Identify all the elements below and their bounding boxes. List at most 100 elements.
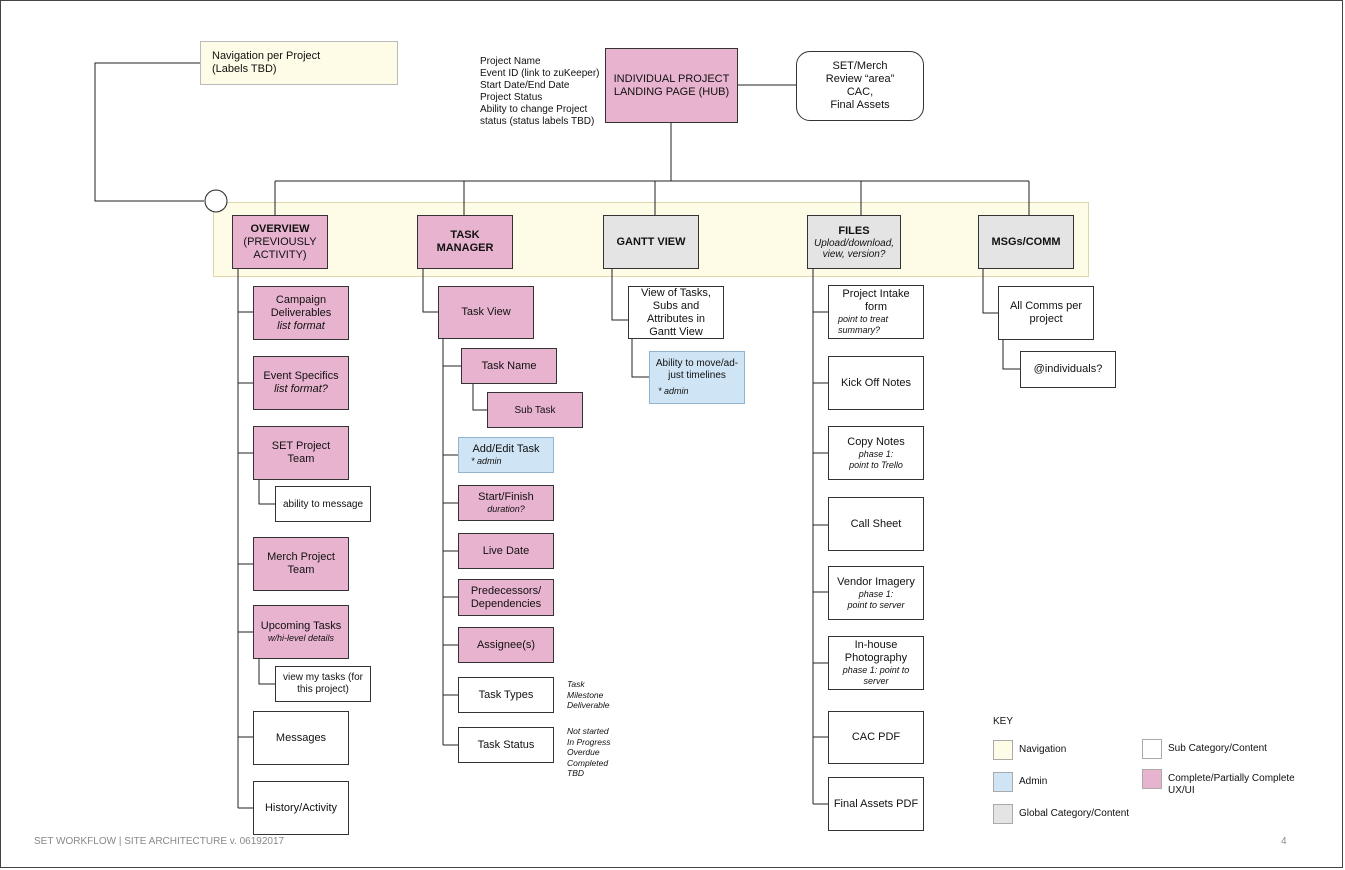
box-label: Call Sheet — [850, 517, 902, 530]
live-date-box[interactable]: Live Date — [458, 533, 554, 569]
note-line: TBD — [567, 768, 584, 778]
history-activity-box[interactable]: History/Activity — [253, 781, 349, 835]
overview-subtitle: (PREVIOUSLY — [243, 235, 317, 248]
kick-off-notes-box[interactable]: Kick Off Notes — [828, 356, 924, 410]
overview-section[interactable]: OVERVIEW (PREVIOUSLY ACTIVITY) — [232, 215, 328, 269]
predecessors-dependencies-box[interactable]: Predecessors/ Dependencies — [458, 579, 554, 616]
start-finish-box[interactable]: Start/Finish duration? — [458, 485, 554, 521]
key-label-admin: Admin — [1019, 776, 1048, 787]
campaign-deliverables-box[interactable]: Campaign Deliverables list format — [253, 286, 349, 340]
task-types-note: Task Milestone Deliverable — [567, 679, 610, 711]
box-sublabel: point to Trello — [849, 459, 903, 470]
view-my-tasks-box[interactable]: view my tasks (for this project) — [275, 666, 371, 702]
msgs-comm-title: MSGs/COMM — [991, 235, 1061, 248]
box-label: Task View — [461, 306, 511, 318]
navigation-note-line: (Labels TBD) — [212, 63, 277, 75]
cac-pdf-box[interactable]: CAC PDF — [828, 711, 924, 764]
add-edit-task-box[interactable]: Add/Edit Task * admin — [458, 437, 554, 473]
merch-project-team-box[interactable]: Merch Project Team — [253, 537, 349, 591]
review-area-line: Review “area” — [825, 73, 895, 85]
box-label: Start/Finish — [478, 491, 534, 503]
task-manager-section[interactable]: TASK MANAGER — [417, 215, 513, 269]
key-label-navigation: Navigation — [1019, 744, 1067, 755]
box-label: Task Status — [477, 738, 535, 751]
box-label: project — [1029, 313, 1063, 325]
files-title: FILES — [838, 224, 870, 237]
task-name-box[interactable]: Task Name — [461, 348, 557, 384]
box-sublabel: phase 1: point to — [842, 665, 910, 675]
box-label: Merch Project — [267, 551, 335, 563]
hub-label: INDIVIDUAL PROJECT LANDING PAGE (HUB) — [613, 72, 730, 98]
footer-title: SET WORKFLOW | SITE ARCHITECTURE v. 0619… — [34, 836, 285, 847]
box-label: SET Project — [271, 440, 331, 452]
box-label: Kick Off Notes — [840, 376, 912, 389]
move-timelines-box[interactable]: Ability to move/ad- just timelines * adm… — [649, 351, 745, 404]
box-label: Ability to move/ad- — [655, 358, 739, 369]
box-label: just timelines — [668, 370, 726, 381]
box-label: Sub Task — [514, 404, 556, 416]
box-sublabel: duration? — [487, 504, 525, 514]
note-line: Deliverable — [567, 700, 610, 710]
box-label: Project Intake — [842, 288, 910, 300]
hub-box[interactable]: INDIVIDUAL PROJECT LANDING PAGE (HUB) — [605, 48, 738, 123]
files-section[interactable]: FILES Upload/download, view, version? — [807, 215, 901, 269]
sub-task-box[interactable]: Sub Task — [487, 392, 583, 428]
overview-subtitle: ACTIVITY) — [253, 248, 307, 261]
vendor-imagery-box[interactable]: Vendor Imagery phase 1: point to server — [828, 566, 924, 620]
box-sublabel: phase 1: — [858, 448, 894, 459]
call-sheet-box[interactable]: Call Sheet — [828, 497, 924, 551]
box-sublabel: * admin — [658, 386, 689, 396]
task-view-box[interactable]: Task View — [438, 286, 534, 339]
box-label: Event Specifics — [263, 370, 339, 382]
box-label: Task Types — [478, 688, 534, 701]
task-types-box[interactable]: Task Types — [458, 677, 554, 713]
box-label: @individuals? — [1033, 363, 1103, 375]
project-intake-form-box[interactable]: Project Intake form point to treat summa… — [828, 285, 924, 339]
box-label: form — [865, 301, 887, 313]
key-swatch-sub — [1142, 739, 1162, 759]
box-label: this project) — [297, 684, 349, 695]
box-label: Subs and — [652, 299, 700, 312]
files-subtitle: view, version? — [822, 248, 886, 260]
box-sublabel: list format? — [274, 383, 328, 395]
hub-notes: Project Name Event ID (link to zuKeeper)… — [480, 56, 605, 128]
navigation-note: Navigation per Project (Labels TBD) — [200, 41, 398, 85]
box-label: Messages — [275, 731, 327, 744]
gantt-view-of-tasks-box[interactable]: View of Tasks, Subs and Attributes in Ga… — [628, 286, 724, 339]
msgs-comm-section[interactable]: MSGs/COMM — [978, 215, 1074, 269]
key-label-line: UX/UI — [1168, 785, 1195, 796]
files-subtitle: Upload/download, — [813, 237, 895, 249]
box-sublabel: w/hi-level details — [267, 633, 335, 643]
individuals-box[interactable]: @individuals? — [1020, 351, 1116, 388]
gantt-view-section[interactable]: GANTT VIEW — [603, 215, 699, 269]
note-line: Task — [567, 679, 585, 689]
review-area-line: CAC, — [846, 86, 874, 98]
upcoming-tasks-box[interactable]: Upcoming Tasks w/hi-level details — [253, 605, 349, 659]
box-sublabel: list format — [277, 319, 325, 332]
box-label: Assignee(s) — [476, 638, 536, 651]
final-assets-pdf-box[interactable]: Final Assets PDF — [828, 777, 924, 831]
box-sublabel: phase 1: — [858, 588, 894, 599]
hub-note-line: Event ID (link to zuKeeper) — [480, 68, 600, 79]
review-area-box[interactable]: SET/Merch Review “area” CAC, Final Asset… — [796, 51, 924, 121]
all-comms-box[interactable]: All Comms per project — [998, 286, 1094, 340]
box-label: View of Tasks, — [641, 286, 711, 299]
page-number: 4 — [1281, 836, 1287, 847]
copy-notes-box[interactable]: Copy Notes phase 1: point to Trello — [828, 426, 924, 480]
box-label: Deliverables — [270, 306, 332, 319]
in-house-photography-box[interactable]: In-house Photography phase 1: point to s… — [828, 636, 924, 690]
box-label: History/Activity — [264, 801, 338, 814]
ability-to-message-box[interactable]: ability to message — [275, 486, 371, 522]
messages-box[interactable]: Messages — [253, 711, 349, 765]
box-label: All Comms per — [1009, 300, 1083, 312]
review-area-line: SET/Merch — [832, 60, 888, 72]
box-label: Live Date — [482, 544, 530, 557]
event-specifics-box[interactable]: Event Specifics list format? — [253, 356, 349, 410]
box-sublabel: summary? — [838, 325, 881, 335]
task-status-box[interactable]: Task Status — [458, 727, 554, 763]
assignees-box[interactable]: Assignee(s) — [458, 627, 554, 663]
set-project-team-box[interactable]: SET Project Team — [253, 426, 349, 480]
box-label: Copy Notes — [847, 435, 905, 448]
note-line: Milestone — [567, 689, 604, 700]
